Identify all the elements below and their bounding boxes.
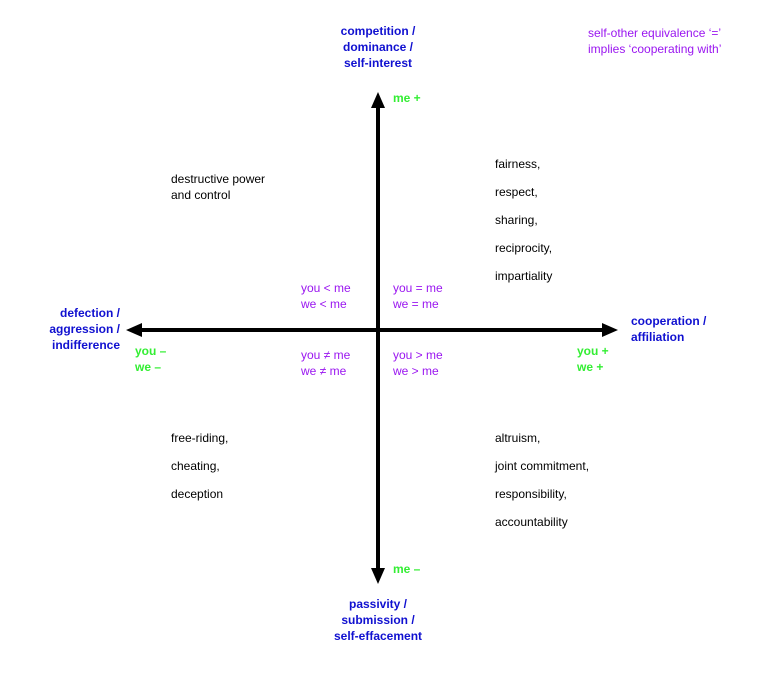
relation-bottom-right: you > me we > me (393, 347, 443, 379)
label-line: you < me (301, 281, 351, 295)
label-line: defection / (59, 306, 120, 320)
label-line: altruism, (495, 431, 541, 445)
label-line: you – (135, 344, 167, 358)
label-line: affiliation (631, 330, 685, 344)
axis-label-bottom: passivity / submission / self-effacement (318, 596, 438, 644)
axis-label-left: defection / aggression / indifference (20, 305, 120, 353)
arrow-up (371, 92, 385, 108)
label-line: accountability (495, 515, 568, 529)
quadrant-top-left: destructive power and control (171, 171, 265, 203)
label-line: deception (171, 487, 224, 501)
label-line: we > me (393, 364, 439, 378)
pole-right: you + we + (577, 343, 609, 375)
label-line: self-effacement (333, 629, 423, 643)
arrow-left (126, 323, 142, 337)
label-line: aggression / (49, 322, 120, 336)
pole-me-plus: me + (393, 91, 421, 105)
label-line: you ≠ me (301, 348, 351, 362)
label-line: fairness, (495, 157, 541, 171)
relation-top-left: you < me we < me (301, 280, 351, 312)
label-line: free-riding, (171, 431, 229, 445)
arrow-right (602, 323, 618, 337)
arrow-down (371, 568, 385, 584)
relation-top-right: you = me we = me (393, 280, 443, 312)
relation-bottom-left: you ≠ me we ≠ me (301, 347, 350, 379)
label-line: you = me (393, 281, 443, 295)
label-line: sharing, (495, 213, 538, 227)
quadrant-top-right: fairness, respect, sharing, reciprocity, imp… (495, 150, 552, 290)
label-line: joint commitment, (495, 459, 590, 473)
label-line: reciprocity, (495, 241, 553, 255)
quadrant-bottom-left: free-riding, cheating, deception (171, 424, 228, 508)
label-line: self-other equivalence ‘=’ (588, 26, 722, 40)
label-line: passivity / (348, 597, 408, 611)
label-line: we ≠ me (301, 364, 347, 378)
label-line: implies ‘cooperating with’ (588, 42, 722, 56)
equivalence-note: self-other equivalence ‘=’ implies ‘coope… (588, 25, 721, 57)
label-line: dominance / (342, 40, 413, 54)
label-line: responsibility, (495, 487, 567, 501)
label-line: we + (577, 360, 604, 374)
quadrant-bottom-right: altruism, joint commitment, responsibility… (495, 424, 589, 536)
label-line: we < me (301, 297, 347, 311)
label-line: cooperation / (631, 314, 707, 328)
label-line: self-interest (343, 56, 413, 70)
label-line: competition / (340, 24, 416, 38)
label-line: we – (135, 360, 162, 374)
label-line: respect, (495, 185, 538, 199)
label-line: impartiality (495, 269, 553, 283)
label-line: you + (577, 344, 609, 358)
label-line: we = me (393, 297, 439, 311)
label-line: destructive power (171, 172, 266, 186)
axis-label-right: cooperation / affiliation (631, 313, 706, 345)
label-line: submission / (341, 613, 415, 627)
pole-left: you – we – (135, 343, 166, 375)
label-line: you > me (393, 348, 443, 362)
pole-me-minus: me – (393, 562, 421, 576)
axis-label-top: competition / dominance / self-interest (318, 23, 438, 71)
label-line: indifference (51, 338, 120, 352)
label-line: and control (171, 188, 231, 202)
label-line: cheating, (171, 459, 220, 473)
